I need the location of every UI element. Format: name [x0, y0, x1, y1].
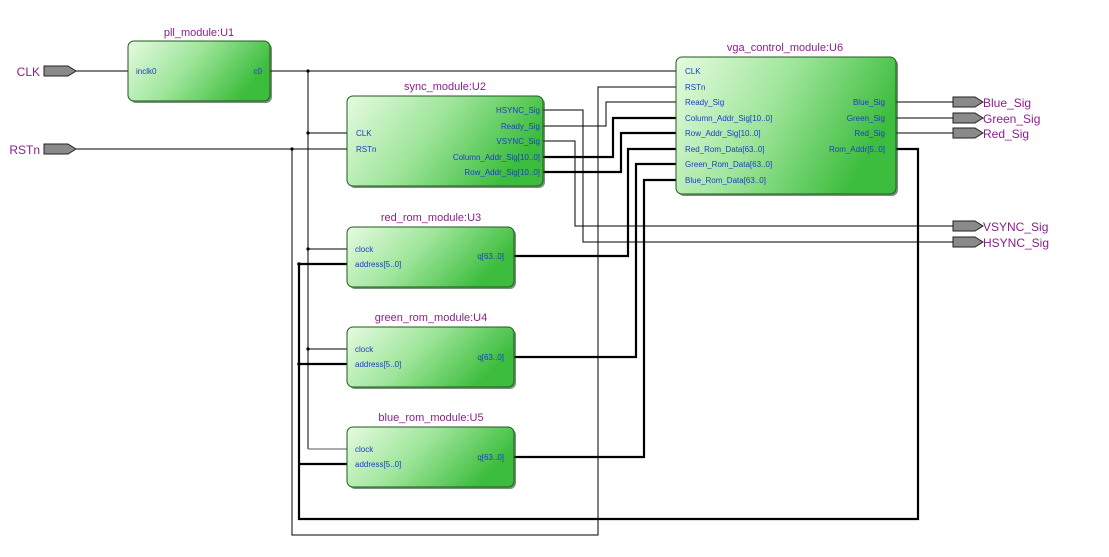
wire-hsync[interactable]: [543, 109, 953, 243]
port-clk: CLK: [356, 129, 372, 138]
port-column-addr-sig: Column_Addr_Sig[10..0]: [685, 114, 772, 123]
port-clock: clock: [355, 245, 374, 254]
bus-red-rom-data[interactable]: [514, 147, 676, 258]
input-pins: CLK RSTn: [9, 65, 77, 157]
wire-vsync[interactable]: [543, 140, 953, 227]
port-rstn: RSTn: [356, 145, 376, 154]
port-address: address[5..0]: [355, 260, 401, 269]
module-green-rom-u4[interactable]: green_rom_module:U4 clock address[5..0] …: [346, 312, 516, 389]
output-pin-vsync-sig[interactable]: VSYNC_Sig: [952, 220, 1048, 234]
input-label-rstn: RSTn: [9, 143, 40, 157]
module-red-rom-u3[interactable]: red_rom_module:U3 clock address[5..0] q[…: [346, 212, 516, 289]
port-vsync-sig: VSYNC_Sig: [496, 137, 540, 146]
module-vga-control-u6[interactable]: vga_control_module:U6 CLK RSTn Ready_Sig…: [675, 42, 898, 196]
port-ready-sig: Ready_Sig: [501, 122, 540, 131]
port-q: q[63..0]: [477, 353, 504, 362]
port-red-sig: Red_Sig: [854, 129, 885, 138]
output-label-blue-sig: Blue_Sig: [983, 96, 1031, 110]
module-title: sync_module:U2: [404, 81, 486, 93]
module-title: green_rom_module:U4: [375, 312, 488, 324]
port-inclk0: inclk0: [136, 67, 157, 76]
port-rstn: RSTn: [685, 83, 705, 92]
module-title: blue_rom_module:U5: [378, 412, 483, 424]
module-title: red_rom_module:U3: [381, 212, 481, 224]
wire-rstn-trunk[interactable]: [291, 86, 676, 536]
port-row-addr-sig: Row_Addr_Sig[10..0]: [685, 129, 761, 138]
output-pin-green-sig[interactable]: Green_Sig: [952, 112, 1040, 126]
input-pin-clk[interactable]: CLK: [17, 65, 77, 79]
output-label-red-sig: Red_Sig: [983, 127, 1029, 141]
port-hsync-sig: HSYNC_Sig: [496, 106, 540, 115]
port-clock: clock: [355, 445, 374, 454]
output-label-vsync-sig: VSYNC_Sig: [983, 220, 1048, 234]
bus-row-addr[interactable]: [543, 131, 676, 174]
module-title: vga_control_module:U6: [727, 42, 843, 54]
output-pin-hsync-sig[interactable]: HSYNC_Sig: [952, 236, 1049, 250]
port-green-rom-data: Green_Rom_Data[63..0]: [685, 160, 772, 169]
port-q: q[63..0]: [477, 453, 504, 462]
port-blue-sig: Blue_Sig: [853, 98, 885, 107]
port-clk: CLK: [685, 67, 701, 76]
port-ready-sig: Ready_Sig: [685, 98, 724, 107]
module-sync-u2[interactable]: sync_module:U2 CLK RSTn HSYNC_Sig Ready_…: [346, 81, 545, 188]
port-q: q[63..0]: [477, 252, 504, 261]
port-address: address[5..0]: [355, 460, 401, 469]
output-pin-blue-sig[interactable]: Blue_Sig: [952, 96, 1031, 110]
port-row-addr-sig: Row_Addr_Sig[10..0]: [464, 168, 540, 177]
output-label-green-sig: Green_Sig: [983, 112, 1040, 126]
bus-blue-rom-data[interactable]: [514, 178, 676, 459]
module-pll-u1[interactable]: pll_module:U1 inclk0 c0: [127, 27, 272, 103]
input-pin-rstn[interactable]: RSTn: [9, 143, 77, 157]
input-label-clk: CLK: [17, 65, 40, 79]
port-address: address[5..0]: [355, 360, 401, 369]
port-column-addr-sig: Column_Addr_Sig[10..0]: [453, 153, 540, 162]
port-c0: c0: [254, 67, 263, 76]
port-rom-addr: Rom_Addr[5..0]: [829, 145, 885, 154]
module-blue-rom-u5[interactable]: blue_rom_module:U5 clock address[5..0] q…: [346, 412, 516, 489]
wire-ready[interactable]: [543, 101, 676, 127]
module-title: pll_module:U1: [164, 27, 234, 39]
port-green-sig: Green_Sig: [847, 114, 885, 123]
output-pins: Blue_Sig Green_Sig Red_Sig VSYNC_Sig HSY…: [952, 96, 1049, 250]
bus-column-addr[interactable]: [543, 116, 676, 159]
output-label-hsync-sig: HSYNC_Sig: [983, 236, 1049, 250]
port-blue-rom-data: Blue_Rom_Data[63..0]: [685, 176, 766, 185]
port-red-rom-data: Red_Rom_Data[63..0]: [685, 145, 765, 154]
output-pin-red-sig[interactable]: Red_Sig: [952, 127, 1029, 141]
bus-green-rom-data[interactable]: [514, 162, 676, 359]
wires: [76, 69, 953, 536]
port-clock: clock: [355, 345, 374, 354]
bus-rom-addr[interactable]: [297, 147, 920, 521]
